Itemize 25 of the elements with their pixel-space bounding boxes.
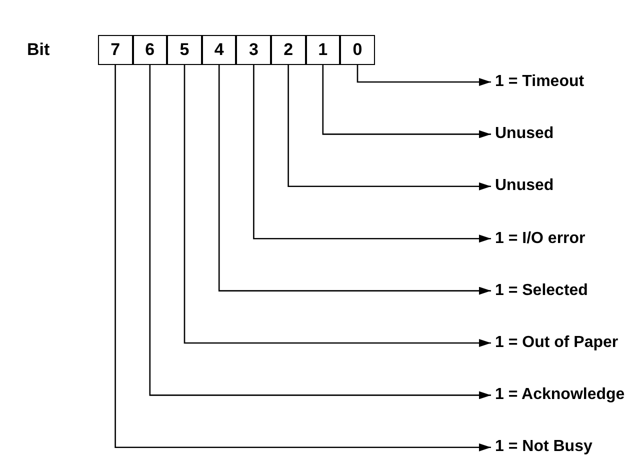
bit-cell: 6 [132, 35, 168, 65]
bit-description: 1 = Not Busy [495, 437, 592, 457]
register-label: Bit [27, 40, 50, 60]
arrow [114, 65, 491, 452]
bit-description: Unused [495, 124, 554, 144]
arrow [288, 65, 491, 190]
bit-cell: 3 [236, 35, 271, 65]
bit-cell: 0 [340, 35, 375, 65]
arrow [184, 65, 491, 347]
bit-cell: 4 [202, 35, 236, 65]
arrow [322, 65, 491, 138]
bit-description: 1 = I/O error [495, 228, 586, 249]
bit-description: Unused [495, 176, 554, 196]
arrow [356, 65, 491, 86]
bit-cell: 7 [98, 35, 133, 65]
arrow [149, 65, 491, 400]
bit-description: 1 = Out of Paper [495, 333, 618, 353]
bit-description: 1 = Selected [495, 280, 588, 301]
arrow [218, 65, 491, 295]
bit-cell: 1 [306, 35, 340, 65]
bit-cell: 5 [167, 35, 202, 65]
bit-description: 1 = Timeout [495, 72, 584, 92]
arrow [253, 65, 491, 243]
bit-cell: 2 [271, 35, 306, 65]
bit-description: 1 = Acknowledge [495, 385, 625, 406]
